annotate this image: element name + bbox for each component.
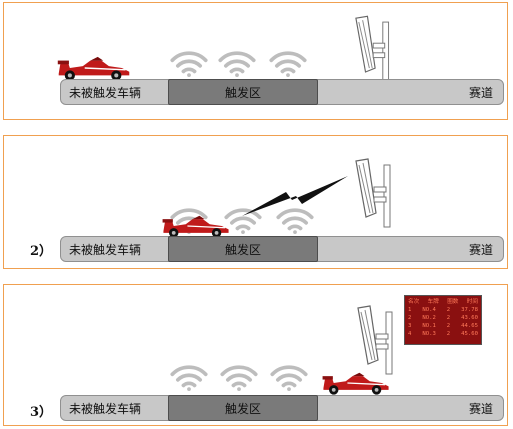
step-number: 2）: [30, 244, 53, 259]
rank: 3: [408, 323, 412, 329]
antenna-pole-icon: [356, 287, 406, 391]
scoreboard: 名次 车牌 圈数 时间 1 NO.4 2 37.78 2 NO.2 2 43.6…: [404, 295, 482, 345]
time: 45.60: [461, 331, 478, 337]
plate: NO.4: [422, 307, 436, 313]
scoreboard-row: 2 NO.2 2 43.60: [408, 314, 478, 322]
scoreboard-row: 4 NO.3 2 45.60: [408, 330, 478, 338]
race-track: 未被触发车辆 触发区 赛道: [60, 79, 504, 105]
rank: 4: [408, 331, 412, 337]
laps: 2: [446, 315, 451, 321]
race-car-icon: [56, 55, 132, 81]
time: 37.78: [461, 307, 478, 313]
antenna-pole-icon: [354, 13, 402, 83]
rank: 1: [408, 307, 412, 313]
rank: 2: [408, 315, 412, 321]
scoreboard-header: 车牌: [427, 299, 439, 305]
panel-step-3: 3） 名次 车牌 圈数 时间 1 NO.4 2 37.78 2 NO.2 2 4…: [3, 284, 508, 426]
track-label: 赛道: [468, 243, 493, 257]
wireless-signal-icon: [170, 365, 208, 391]
lightning-signal-icon: [242, 176, 348, 216]
panel-step-1: 未被触发车辆 触发区 赛道: [3, 2, 508, 120]
step-number: 3）: [30, 405, 53, 420]
trigger-zone: 触发区: [168, 236, 318, 262]
untriggered-vehicle-label: 未被触发车辆: [69, 86, 142, 100]
trigger-zone-label: 触发区: [224, 243, 261, 257]
laps: 2: [446, 331, 451, 337]
trigger-zone-label: 触发区: [224, 86, 261, 100]
trigger-zone: 触发区: [168, 79, 318, 105]
plate: NO.3: [422, 331, 436, 337]
scoreboard-header-row: 名次 车牌 圈数 时间: [408, 298, 478, 306]
track-label: 赛道: [468, 402, 493, 416]
scoreboard-header: 名次: [408, 299, 420, 305]
time: 43.60: [461, 315, 478, 321]
scoreboard-header: 圈数: [447, 299, 459, 305]
trigger-zone: 触发区: [168, 395, 318, 421]
wireless-signal-icon: [218, 51, 256, 77]
scoreboard-row: 1 NO.4 2 37.78: [408, 306, 478, 314]
antenna-pole-icon: [354, 150, 404, 234]
wireless-signal-icon: [269, 51, 307, 77]
untriggered-vehicle-label: 未被触发车辆: [69, 243, 142, 257]
trigger-zone-label: 触发区: [224, 402, 261, 416]
time: 44.65: [461, 323, 478, 329]
track-label: 赛道: [468, 86, 493, 100]
laps: 2: [446, 307, 451, 313]
wireless-signal-icon: [270, 365, 308, 391]
scoreboard-header: 时间: [466, 299, 478, 305]
race-track: 未被触发车辆 触发区 赛道: [60, 236, 504, 262]
plate: NO.2: [422, 315, 436, 321]
race-car-icon: [158, 214, 234, 238]
laps: 2: [446, 323, 451, 329]
wireless-signal-icon: [220, 365, 258, 391]
panel-step-2: 2） 未被触发车辆 触发区 赛道: [3, 135, 508, 269]
untriggered-vehicle-label: 未被触发车辆: [69, 402, 142, 416]
plate: NO.1: [422, 323, 436, 329]
wireless-signal-icon: [170, 51, 208, 77]
race-track: 未被触发车辆 触发区 赛道: [60, 395, 504, 421]
scoreboard-row: 3 NO.1 2 44.65: [408, 322, 478, 330]
